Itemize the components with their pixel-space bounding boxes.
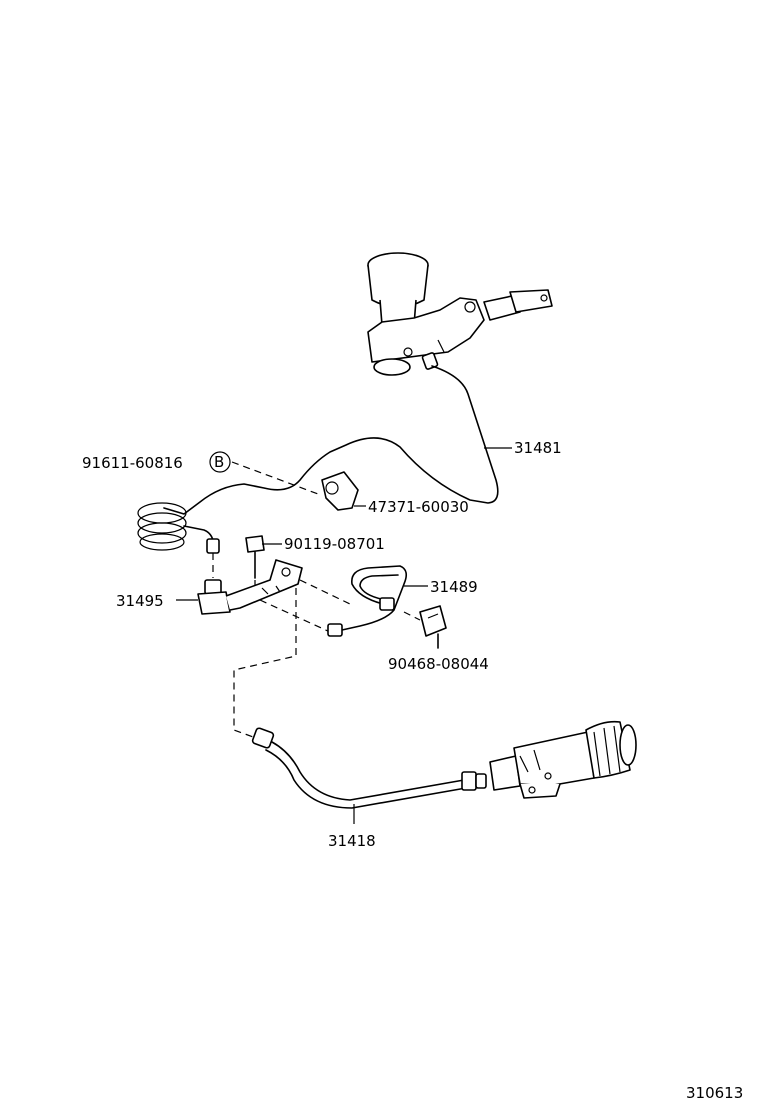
callout-b-badge: B — [209, 451, 231, 473]
pipe-coil — [137, 502, 220, 554]
leader-bracket-31489-b — [259, 599, 331, 633]
clip-90468 — [403, 605, 447, 649]
clutch-release-cylinder — [489, 720, 637, 799]
badge-b-text: B — [214, 453, 224, 471]
label-47371-60030: 47371-60030 — [368, 498, 469, 516]
label-31418: 31418 — [328, 832, 376, 850]
hose-31418 — [251, 727, 487, 824]
union-31495 — [197, 553, 303, 615]
leader-91611 — [231, 461, 319, 495]
label-90468-08044: 90468-08044 — [388, 655, 489, 673]
hose-31489 — [327, 565, 408, 637]
label-31489: 31489 — [430, 578, 478, 596]
leader-bracket-down — [233, 588, 297, 739]
label-91611-60816: 91611-60816 — [82, 454, 183, 472]
clutch-pipe-31481 — [163, 352, 499, 515]
clutch-master-cylinder — [367, 252, 553, 376]
diagram-id: 310613 — [686, 1084, 743, 1102]
label-31481: 31481 — [514, 439, 562, 457]
label-31495: 31495 — [116, 592, 164, 610]
leader-bracket-31489-a — [299, 579, 351, 605]
pipe-clamp-47371 — [321, 471, 359, 511]
label-90119-08701: 90119-08701 — [284, 535, 385, 553]
